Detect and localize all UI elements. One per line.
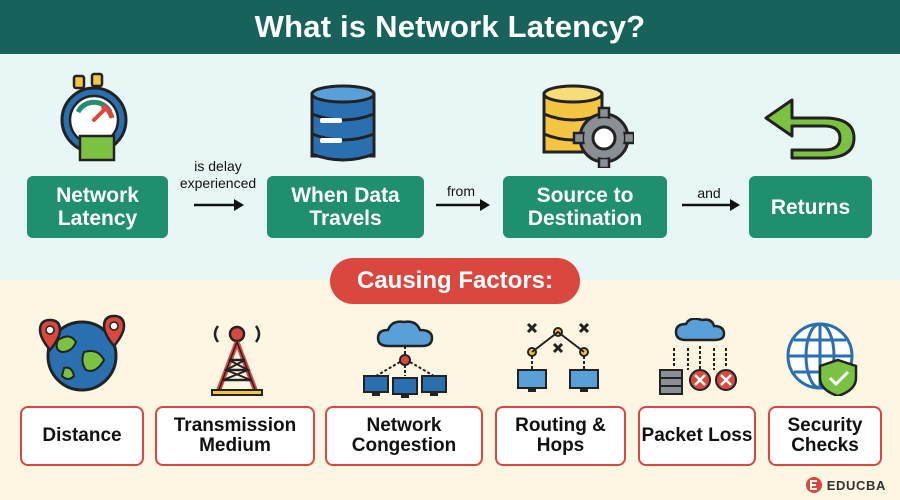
database-icon (310, 84, 376, 162)
factor-transmission-medium: Transmission Medium (155, 406, 315, 466)
flow-box-network-latency: Network Latency (27, 176, 168, 238)
definition-section (0, 54, 900, 280)
arrow-3 (682, 199, 740, 211)
factor-routing-hops: Routing & Hops (495, 406, 626, 466)
connector-label-from: from (447, 183, 475, 199)
flow-box-returns: Returns (749, 176, 872, 238)
factor-security-checks: Security Checks (768, 406, 882, 466)
factor-network-congestion: Network Congestion (325, 406, 483, 466)
brand-logo: EDUCBA (805, 476, 886, 494)
connector-label-delay: is delay experienced (179, 158, 257, 191)
causing-factors-heading: Causing Factors: (330, 258, 580, 304)
globe-pins-icon (38, 314, 126, 392)
database-gear-icon (542, 84, 634, 168)
factors-section (0, 280, 900, 500)
arrow-2 (436, 199, 490, 211)
security-globe-icon (786, 322, 858, 396)
cloud-network-icon (363, 320, 447, 398)
brand-name: EDUCBA (826, 477, 886, 493)
page-title: What is Network Latency? (254, 9, 646, 44)
factor-distance: Distance (20, 406, 144, 466)
radio-tower-icon (211, 325, 263, 396)
connector-label-and: and (697, 185, 721, 201)
educba-logo-icon (805, 477, 822, 493)
stopwatch-icon (60, 72, 128, 162)
header-banner: What is Network Latency? (0, 0, 900, 54)
routing-nodes-icon (517, 322, 599, 392)
factor-packet-loss: Packet Loss (638, 406, 756, 466)
packet-loss-icon (659, 318, 737, 395)
return-arrow-icon (764, 98, 856, 160)
flow-box-when-data-travels: When Data Travels (267, 176, 424, 238)
arrow-1 (194, 199, 244, 211)
flow-box-source-to-destination: Source to Destination (503, 176, 667, 238)
